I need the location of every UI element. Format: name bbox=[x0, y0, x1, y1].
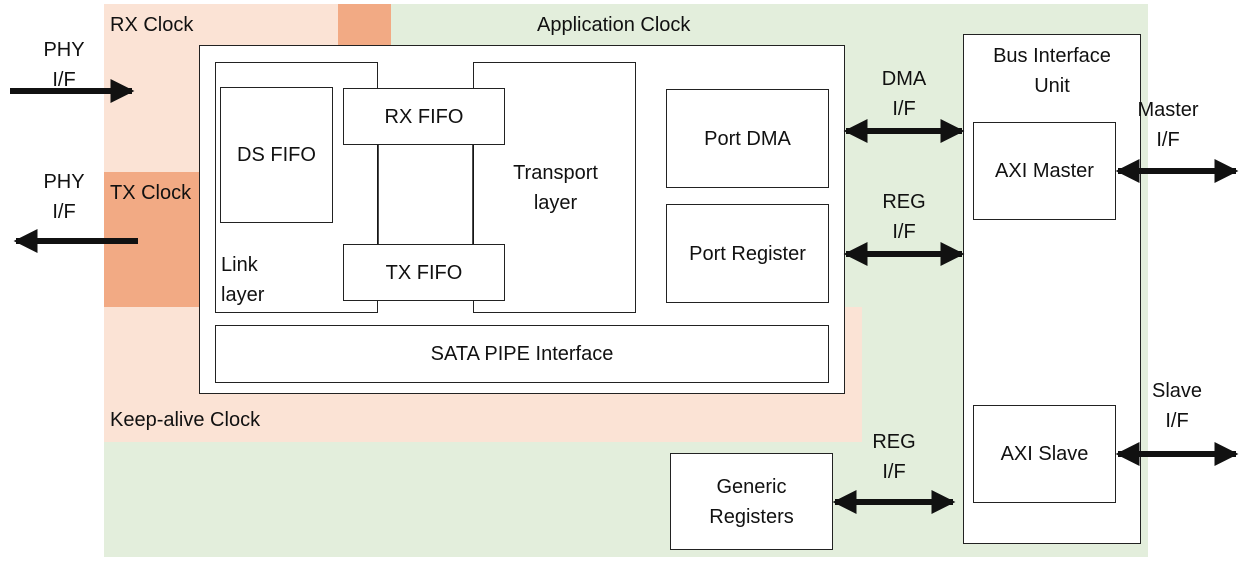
link-layer-label: Link layer bbox=[221, 254, 265, 306]
sata-pipe-interface-box: SATA PIPE Interface bbox=[215, 325, 829, 383]
master-if-label: Master I/F bbox=[1137, 99, 1199, 151]
ds-fifo-label: DS FIFO bbox=[237, 144, 316, 166]
port-register-box: Port Register bbox=[666, 204, 829, 303]
port-dma-box: Port DMA bbox=[666, 89, 829, 188]
ds-fifo-box: DS FIFO bbox=[220, 87, 333, 223]
rx-fifo-box: RX FIFO bbox=[343, 88, 505, 145]
axi-slave-label: AXI Slave bbox=[1000, 443, 1089, 465]
application-clock-label: Application Clock bbox=[537, 14, 691, 36]
tx-fifo-box: TX FIFO bbox=[343, 244, 505, 301]
axi-master-label: AXI Master bbox=[995, 160, 1094, 182]
rx-fifo-label: RX FIFO bbox=[384, 105, 464, 128]
port-register-label: Port Register bbox=[689, 242, 806, 265]
slave-if-label: Slave I/F bbox=[1151, 380, 1203, 432]
rx-clock-label: RX Clock bbox=[110, 14, 194, 36]
tx-fifo-label: TX FIFO bbox=[385, 261, 463, 284]
axi-slave-box: AXI Slave bbox=[973, 405, 1116, 503]
phy-rx-if-label: PHY I/F bbox=[43, 39, 85, 91]
dma-if-label: DMA I/F bbox=[881, 68, 927, 120]
generic-registers-box: Generic Registers bbox=[670, 453, 833, 550]
generic-reg-if-label: REG I/F bbox=[872, 431, 916, 483]
phy-tx-if-label: PHY I/F bbox=[43, 171, 85, 223]
port-reg-if-label: REG I/F bbox=[882, 191, 926, 243]
sata-pipe-interface-label: SATA PIPE Interface bbox=[430, 343, 614, 365]
port-dma-label: Port DMA bbox=[704, 127, 791, 150]
rx-clock-accent bbox=[338, 4, 391, 46]
bus-interface-unit-title: Bus Interface Unit bbox=[993, 45, 1111, 97]
tx-clock-label: TX Clock bbox=[110, 182, 192, 204]
transport-layer-label: Transport layer bbox=[513, 162, 598, 214]
generic-registers-label: Generic Registers bbox=[709, 475, 794, 528]
axi-master-box: AXI Master bbox=[973, 122, 1116, 220]
keepalive-clock-label: Keep-alive Clock bbox=[110, 409, 261, 431]
